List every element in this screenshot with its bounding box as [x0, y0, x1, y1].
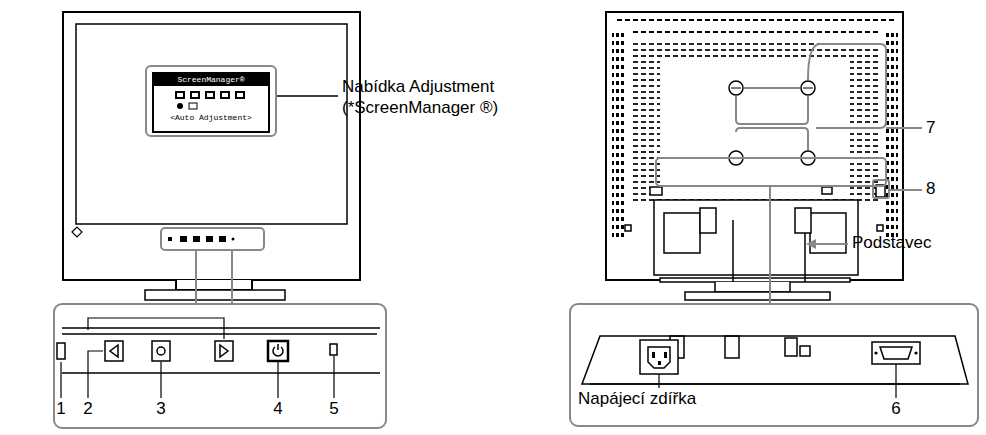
menu-icons — [171, 89, 251, 111]
callout-label: Nabídka Adjustment — [342, 78, 494, 97]
callout-number: 7 — [926, 119, 935, 138]
callout-number: 2 — [83, 400, 92, 419]
menu-screen: ScreenManager® <Auto Adjustment> — [152, 72, 270, 133]
part-name: Napájecí zdířka — [578, 390, 696, 409]
menu-title: ScreenManager® — [154, 74, 268, 86]
callout-label: (*ScreenManager ®) — [342, 99, 498, 118]
callout-number: 1 — [56, 400, 65, 419]
callout-number: 3 — [156, 400, 165, 419]
callout-number: 4 — [273, 400, 282, 419]
menu-item: <Auto Adjustment> — [154, 113, 268, 123]
callout-number: 6 — [891, 400, 900, 419]
callout-number: 5 — [329, 400, 338, 419]
part-name: Podstavec — [852, 234, 931, 253]
callout-number: 8 — [926, 180, 935, 199]
